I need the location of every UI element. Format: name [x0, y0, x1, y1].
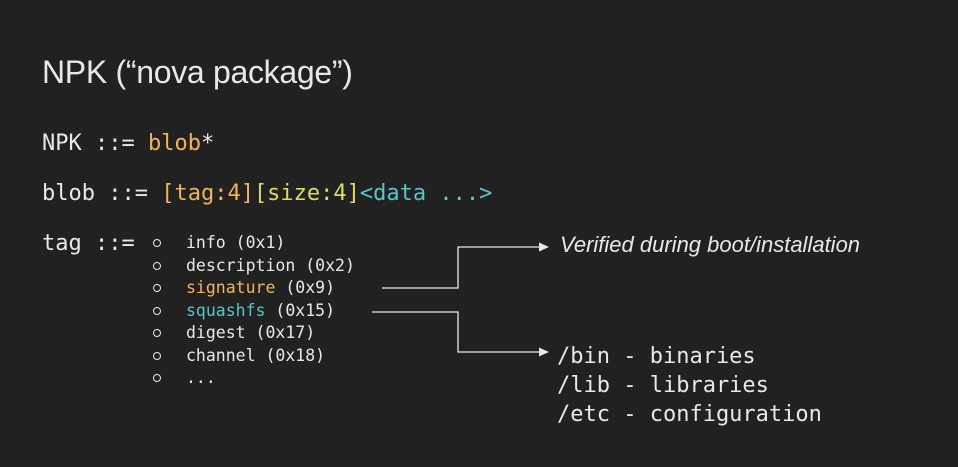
tag-list: info (0x1)description (0x2)signature (0x…	[152, 232, 355, 390]
bullet-circle-icon	[153, 261, 161, 270]
tag-code: (0x1)	[225, 233, 286, 252]
blob-rule-prefix: blob ::=	[42, 181, 162, 206]
tag-rule-prefix: tag ::=	[42, 231, 135, 256]
tag-item: info (0x1)	[152, 232, 355, 255]
signature-connector	[382, 246, 541, 289]
tag-name: description	[186, 255, 296, 275]
tag-item: description (0x2)	[152, 255, 355, 278]
npk-rule: NPK ::= blob*	[42, 131, 214, 156]
squashfs-dir-list: /bin - binaries /lib - libraries /etc - …	[557, 342, 822, 429]
signature-arrowhead	[539, 242, 549, 252]
signature-note: Verified during boot/installation	[560, 232, 861, 257]
dir-bin: /bin - binaries	[557, 344, 756, 369]
bullet-circle-icon	[153, 329, 161, 338]
bullet-circle-icon	[153, 374, 161, 383]
tag-name: info	[186, 233, 226, 252]
npk-rule-prefix: NPK ::=	[42, 131, 148, 156]
tag-item: channel (0x18)	[152, 345, 355, 368]
tag-item: digest (0x17)	[152, 322, 355, 345]
tag-code: (0x18)	[255, 345, 326, 365]
squashfs-connector	[372, 311, 541, 353]
blob-rule-tag: [tag:4]	[161, 181, 254, 206]
npk-rule-star: *	[200, 131, 215, 156]
dir-etc: /etc - configuration	[557, 402, 822, 427]
tag-name: digest	[186, 323, 246, 342]
dir-lib: /lib - libraries	[557, 373, 769, 398]
bullet-circle-icon	[153, 306, 161, 315]
npk-rule-blob: blob	[147, 131, 201, 156]
tag-item: signature (0x9)	[152, 277, 355, 300]
tag-code: (0x2)	[295, 255, 355, 275]
slide-title: NPK (“nova package”)	[42, 54, 353, 90]
blob-rule-size: [size:4]	[253, 181, 360, 206]
tag-item: ...	[152, 367, 355, 390]
tag-code: (0x9)	[275, 278, 336, 297]
tag-name: signature	[186, 278, 276, 297]
tag-name: ...	[186, 368, 216, 387]
tag-item: squashfs (0x15)	[152, 300, 355, 323]
blob-rule-data: <data ...>	[359, 181, 493, 206]
tag-name: squashfs	[186, 300, 266, 320]
blob-rule: blob ::= [tag:4][size:4]<data ...>	[42, 181, 492, 206]
squashfs-arrowhead	[539, 347, 549, 357]
tag-code: (0x17)	[245, 323, 316, 342]
tag-code: (0x15)	[265, 300, 336, 320]
bullet-circle-icon	[153, 284, 161, 293]
tag-name: channel	[186, 345, 256, 365]
bullet-circle-icon	[153, 239, 161, 248]
bullet-circle-icon	[153, 351, 161, 360]
